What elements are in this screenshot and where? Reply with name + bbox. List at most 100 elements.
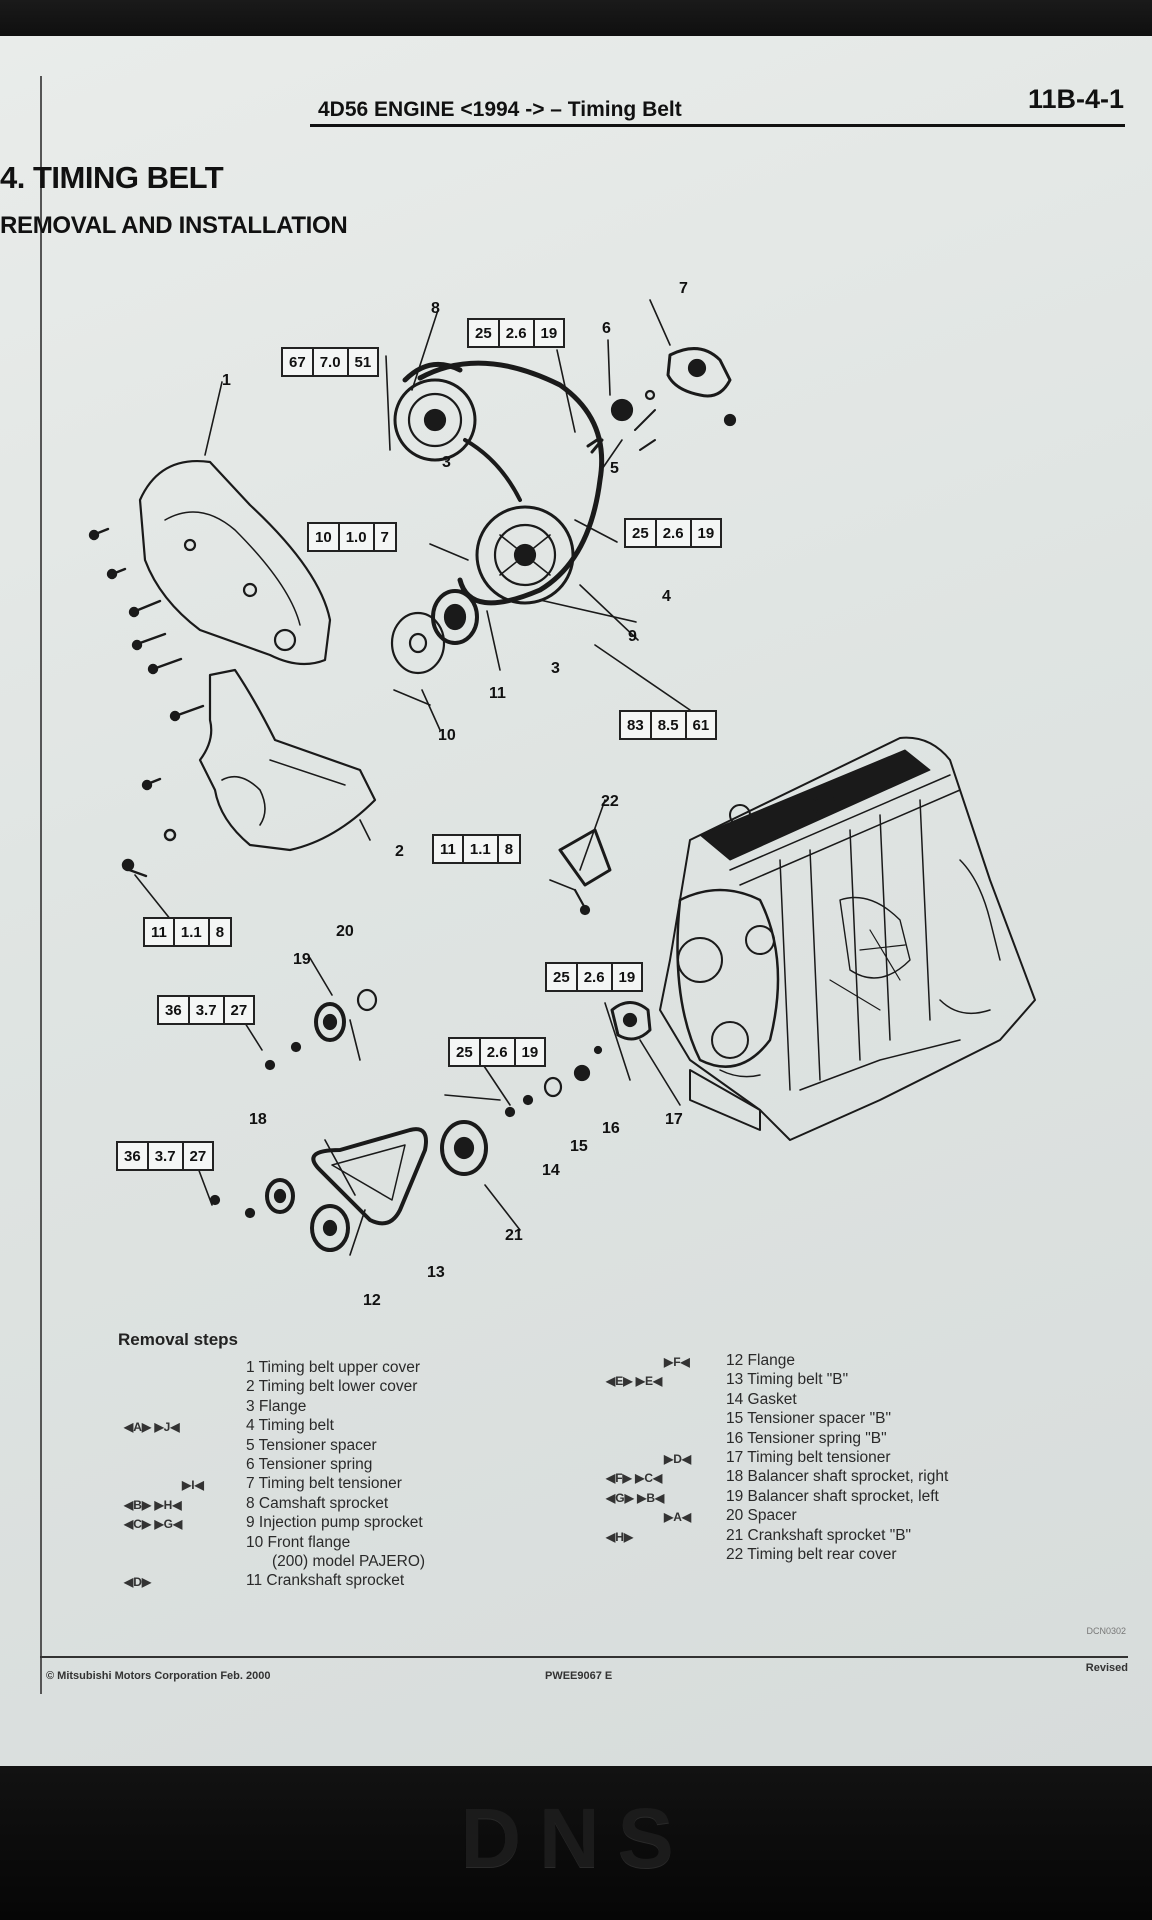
callout-number: 14	[542, 1162, 560, 1179]
callout-number: 12	[363, 1292, 381, 1309]
torque-nm: 10	[309, 524, 340, 550]
step-text: 8 Camshaft sprocket	[246, 1494, 389, 1512]
list-item: ◀E▶ ▶E◀13 Timing belt "B"	[606, 1370, 1106, 1389]
callout-number: 13	[427, 1264, 445, 1281]
list-item: 14 Gasket	[606, 1390, 1106, 1409]
footer-rule	[40, 1656, 1128, 1658]
list-item: 5 Tensioner spacer	[120, 1436, 540, 1455]
tensioner-part	[586, 347, 737, 454]
marker-label: ▶D◀	[664, 1451, 692, 1466]
tensioner-b-part	[504, 1001, 652, 1118]
torque-kgfm: 2.6	[578, 964, 613, 990]
rear-cover-part	[558, 828, 612, 916]
step-text: 6 Tensioner spring	[246, 1455, 373, 1473]
step-text: 16 Tensioner spring "B"	[726, 1429, 887, 1447]
crankshaft-sprocket-b-part	[440, 1120, 488, 1176]
step-text: 3 Flange	[246, 1397, 307, 1415]
torque-nm: 25	[469, 320, 500, 346]
torque-kgfm: 2.6	[657, 520, 692, 546]
torque-nm: 36	[159, 997, 190, 1023]
balancer-sprocket-right-part	[209, 1178, 295, 1219]
list-item: ◀G▶ ▶B◀19 Balancer shaft sprocket, left	[606, 1487, 1106, 1506]
marker-label: ◀F▶ ▶C◀	[606, 1471, 663, 1486]
flange-part	[310, 1204, 350, 1252]
list-item: ◀F▶ ▶C◀18 Balancer shaft sprocket, right	[606, 1467, 1106, 1486]
torque-spec-box: 11 1.1 8	[143, 917, 233, 947]
callout-number: 11	[489, 685, 506, 702]
torque-ftlbf: 61	[692, 716, 710, 734]
torque-spec-box: 67 7.0 51	[281, 347, 380, 377]
callout-number: 10	[438, 727, 456, 744]
step-text: 7 Timing belt tensioner	[246, 1475, 402, 1493]
torque-spec-box: 83 8.5 61	[619, 710, 718, 740]
torque-kgfm: 8.5	[652, 712, 687, 738]
torque-kgfm: 3.7	[190, 997, 225, 1023]
step-text: 10 Front flange	[246, 1533, 351, 1551]
torque-kgfm: 7.0	[314, 349, 349, 375]
callout-number: 9	[628, 628, 637, 645]
callout-number: 6	[602, 320, 611, 337]
list-item: (200) model PAJERO)	[120, 1552, 540, 1571]
marker-label: ▶A◀	[664, 1510, 692, 1525]
torque-ftlbf: 19	[697, 524, 715, 542]
marker-label: ◀G▶ ▶B◀	[606, 1490, 665, 1505]
document-code: PWEE9067 E	[545, 1670, 613, 1682]
timing-belt-b-part	[311, 1127, 428, 1226]
marker-label: ◀B▶ ▶H◀	[124, 1497, 182, 1512]
torque-kgfm: 2.6	[500, 320, 535, 346]
exploded-diagram	[88, 299, 1036, 1256]
step-text: 22 Timing belt rear cover	[726, 1545, 897, 1563]
device-brand-logo: DNS	[460, 1791, 692, 1885]
list-item: ▶I◀7 Timing belt tensioner	[120, 1474, 540, 1493]
list-item: ◀D▶ 11 Crankshaft sprocket	[120, 1571, 540, 1590]
list-item: ▶A◀20 Spacer	[606, 1506, 1106, 1525]
step-text: 2 Timing belt lower cover	[246, 1378, 418, 1396]
torque-ftlbf: 8	[215, 923, 225, 941]
page-number: 11B-4-1	[1027, 84, 1124, 114]
step-text: 9 Injection pump sprocket	[246, 1514, 423, 1532]
callout-number: 2	[395, 843, 404, 860]
callout-number: 15	[570, 1138, 588, 1155]
page-frame-left	[40, 76, 42, 1694]
step-text: (200) model PAJERO)	[272, 1552, 426, 1570]
torque-nm: 25	[547, 964, 578, 990]
upper-cover-part	[138, 460, 332, 666]
monitor-bezel-top	[0, 0, 1152, 40]
callout-number: 22	[601, 793, 619, 810]
list-item: 3 Flange	[120, 1397, 540, 1416]
marker-label: ◀D▶	[124, 1575, 152, 1590]
callout-number: 16	[602, 1120, 620, 1137]
marker-label: ◀C▶ ▶G◀	[124, 1517, 183, 1532]
torque-spec-box: 25 2.6 19	[545, 962, 644, 992]
torque-kgfm: 3.7	[149, 1143, 184, 1169]
header-title: 4D56 ENGINE <1994 -> – Timing Belt	[318, 98, 682, 121]
torque-kgfm: 1.0	[340, 524, 375, 550]
list-item: 2 Timing belt lower cover	[120, 1377, 540, 1396]
step-text: 21 Crankshaft sprocket "B"	[726, 1526, 912, 1544]
list-item: 15 Tensioner spacer "B"	[606, 1409, 1106, 1428]
removal-steps-left: 1 Timing belt upper cover 2 Timing belt …	[120, 1358, 540, 1591]
torque-ftlbf: 27	[230, 1001, 248, 1019]
callout-number: 3	[551, 660, 560, 677]
torque-ftlbf: 51	[354, 353, 372, 371]
torque-kgfm: 1.1	[464, 836, 499, 862]
torque-kgfm: 1.1	[175, 919, 210, 945]
manual-page	[0, 36, 1152, 1766]
figure-code: DCN0302	[1086, 1626, 1126, 1636]
torque-spec-box: 36 3.7 27	[157, 995, 256, 1025]
step-text: 11 Crankshaft sprocket	[246, 1572, 405, 1590]
list-item: 1 Timing belt upper cover	[120, 1358, 540, 1377]
list-item: 22 Timing belt rear cover	[606, 1545, 1106, 1564]
camshaft-sprocket-part	[393, 361, 477, 462]
torque-nm: 36	[118, 1143, 149, 1169]
torque-nm: 25	[450, 1039, 481, 1065]
callout-number: 18	[249, 1111, 267, 1128]
crankshaft-sprocket-part	[390, 589, 479, 675]
torque-spec-box: 25 2.6 19	[624, 518, 723, 548]
torque-ftlbf: 7	[380, 528, 389, 546]
injection-pump-sprocket-part	[475, 505, 575, 605]
torque-nm: 83	[621, 712, 652, 738]
torque-ftlbf: 19	[540, 324, 558, 342]
callout-number: 4	[662, 588, 671, 605]
torque-ftlbf: 27	[189, 1147, 207, 1165]
